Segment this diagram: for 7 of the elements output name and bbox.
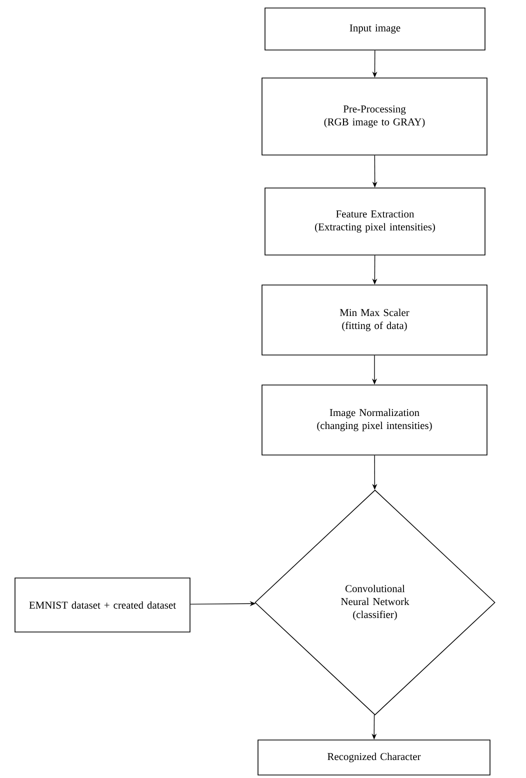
process-box: Image Normalization (changing pixel intensities) [262, 384, 488, 456]
process-box: EMNIST dataset + created dataset [14, 578, 190, 632]
process-box: Min Max Scaler (fitting of data) [262, 284, 488, 356]
process-box: Recognized Character [258, 740, 490, 776]
process-box: Feature Extraction (Extracting pixel intensities) [264, 188, 486, 256]
process-box: Input image [264, 8, 486, 50]
process-box: Pre-Processing (RGB image to GRAY) [262, 78, 488, 156]
